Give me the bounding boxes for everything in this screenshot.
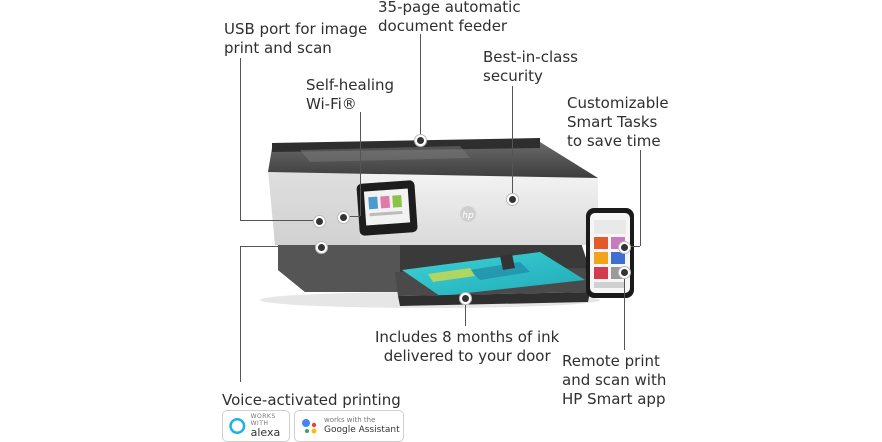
leader-usb [240,58,241,220]
callout-dot-feeder [415,135,426,146]
leader-ink [465,298,466,326]
google-assistant-icon [302,419,317,434]
callout-smart-tasks: Customizable Smart Tasks to save time [567,94,669,150]
callout-security: Best-in-class security [483,48,578,85]
touchscreen [356,180,418,236]
callout-dot-remote [619,267,630,278]
leader-feeder [420,34,421,140]
smartphone [586,208,634,298]
google-badge-small-text: works with the [324,415,376,424]
alexa-badge-small-text: WORKS WITH [250,413,276,427]
leader-usb-h [240,220,316,221]
callout-usb-port: USB port for image print and scan [224,20,368,57]
callout-dot-voice [316,242,327,253]
leader-voice [240,246,241,382]
leader-wifi [360,112,361,216]
google-assistant-badge: works with the Google Assistant [294,410,404,442]
alexa-ring-icon [229,417,246,435]
hp-logo: hp [462,211,474,221]
callout-ink: Includes 8 months of ink delivered to yo… [375,328,560,365]
alexa-badge: WORKS WITH alexa [222,410,290,442]
leader-voice-h [240,246,320,247]
alexa-badge-text: alexa [250,426,281,439]
leader-smart-tasks [640,150,641,246]
leader-remote [624,272,625,350]
callout-dot-wifi [338,212,349,223]
callout-dot-smart-tasks [619,242,630,253]
leader-security [512,86,513,198]
callout-voice-printing: Voice-activated printing [222,391,401,409]
callout-wifi: Self-healing Wi-Fi® [306,76,395,113]
leader-smart-tasks-h [624,246,640,247]
callout-dot-usb [314,216,325,227]
callout-remote-print: Remote print and scan with HP Smart app [562,352,667,408]
callout-document-feeder: 35-page automatic document feeder [378,0,521,35]
leader-wifi-h [344,216,360,217]
callout-dot-security [507,194,518,205]
google-badge-text: Google Assistant [324,424,400,435]
callout-dot-ink [460,293,471,304]
